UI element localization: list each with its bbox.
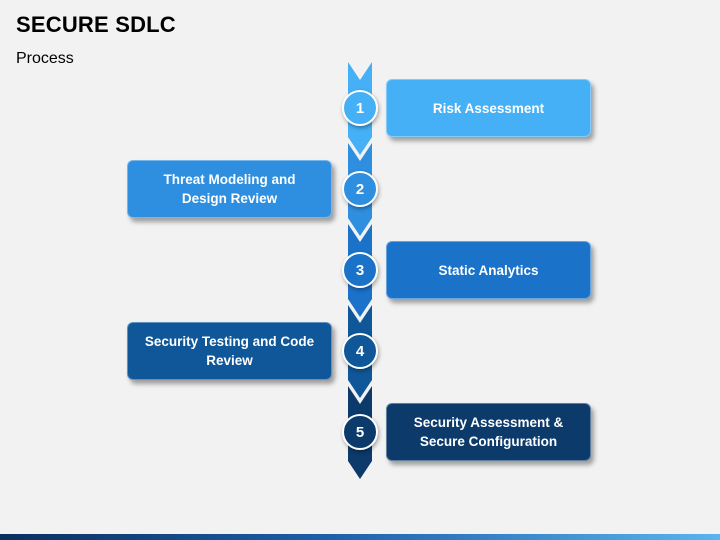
footer-bar xyxy=(0,534,720,540)
page-title: SECURE SDLC xyxy=(16,12,176,37)
step-1-number: 1 xyxy=(342,90,378,126)
step-1-label: Risk Assessment xyxy=(432,100,545,116)
step-2-number: 2 xyxy=(342,171,378,207)
step-3-number: 3 xyxy=(342,252,378,288)
step-2-label: Threat Modeling and Design Review xyxy=(163,172,296,206)
step-3-label: Static Analytics xyxy=(438,262,539,278)
step-4-box[interactable]: Security Testing and Code Review xyxy=(127,322,332,380)
step-5-number: 5 xyxy=(342,414,378,450)
step-2-box[interactable]: Threat Modeling and Design Review xyxy=(127,160,332,218)
step-1-box[interactable]: Risk Assessment xyxy=(386,79,591,137)
step-4-number: 4 xyxy=(342,333,378,369)
step-3-box[interactable]: Static Analytics xyxy=(386,241,591,299)
step-5-box[interactable]: Security Assessment & Secure Configurati… xyxy=(386,403,591,461)
step-5-label: Security Assessment & Secure Configurati… xyxy=(413,415,564,449)
step-4-label: Security Testing and Code Review xyxy=(144,334,315,368)
page-subtitle: Process xyxy=(16,50,74,67)
